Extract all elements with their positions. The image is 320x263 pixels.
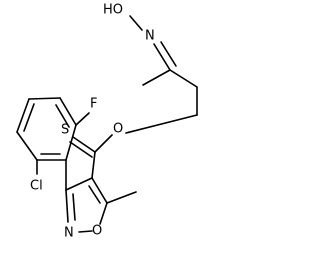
bond-c-oxime-methyl xyxy=(142,69,171,86)
bond-ring-c-d-inner xyxy=(23,103,35,132)
bond-ring-e-f xyxy=(59,97,77,126)
bond-ester-o-c xyxy=(94,134,113,153)
bond-c4-c5 xyxy=(91,177,108,204)
bond-c4-c3 xyxy=(65,177,93,191)
bond-c-oxime-ch2 xyxy=(169,69,198,88)
oxime-nitrogen-label: N xyxy=(145,29,155,44)
bond-ring-f xyxy=(75,112,90,126)
bond-n-o-ring xyxy=(78,230,93,233)
ring-nitrogen-label: N xyxy=(64,226,74,241)
bond-c3-n xyxy=(65,189,69,223)
bond-ring-d-e xyxy=(28,97,61,100)
bond-o-ring-c5 xyxy=(99,202,108,225)
thione-sulfur-label: S xyxy=(61,123,69,138)
bond-c-s-double xyxy=(69,141,93,158)
bond-c3-n-inner xyxy=(72,193,76,221)
chemical-structure-diagram: HO N O S F Cl N O xyxy=(16,3,198,241)
ring-oxygen-label: O xyxy=(92,224,102,239)
bond-ring-b-c xyxy=(16,131,38,161)
chlorine-label: Cl xyxy=(30,179,43,194)
fluorine-label: F xyxy=(90,97,97,112)
hydroxyl-label: HO xyxy=(103,3,123,18)
bond-c-s xyxy=(72,136,96,153)
bond-n-c-oxime xyxy=(153,43,171,71)
bond-ho-n xyxy=(129,15,143,31)
bond-c4-c5-inner xyxy=(88,185,101,204)
bond-ring-e-f-inner xyxy=(55,104,70,128)
bond-ch2-ester-o xyxy=(125,114,198,134)
bond-c5-methyl xyxy=(106,191,137,204)
atom-labels: HO N O S F Cl N O xyxy=(30,3,155,241)
ester-oxygen-label: O xyxy=(113,122,123,137)
bond-n-c-oxime-double xyxy=(160,41,177,67)
bond-ring-f-a xyxy=(65,124,77,161)
bond-ring-c-d xyxy=(16,98,30,133)
bond-lines xyxy=(16,15,198,233)
bond-c-ring-c4 xyxy=(91,151,96,179)
